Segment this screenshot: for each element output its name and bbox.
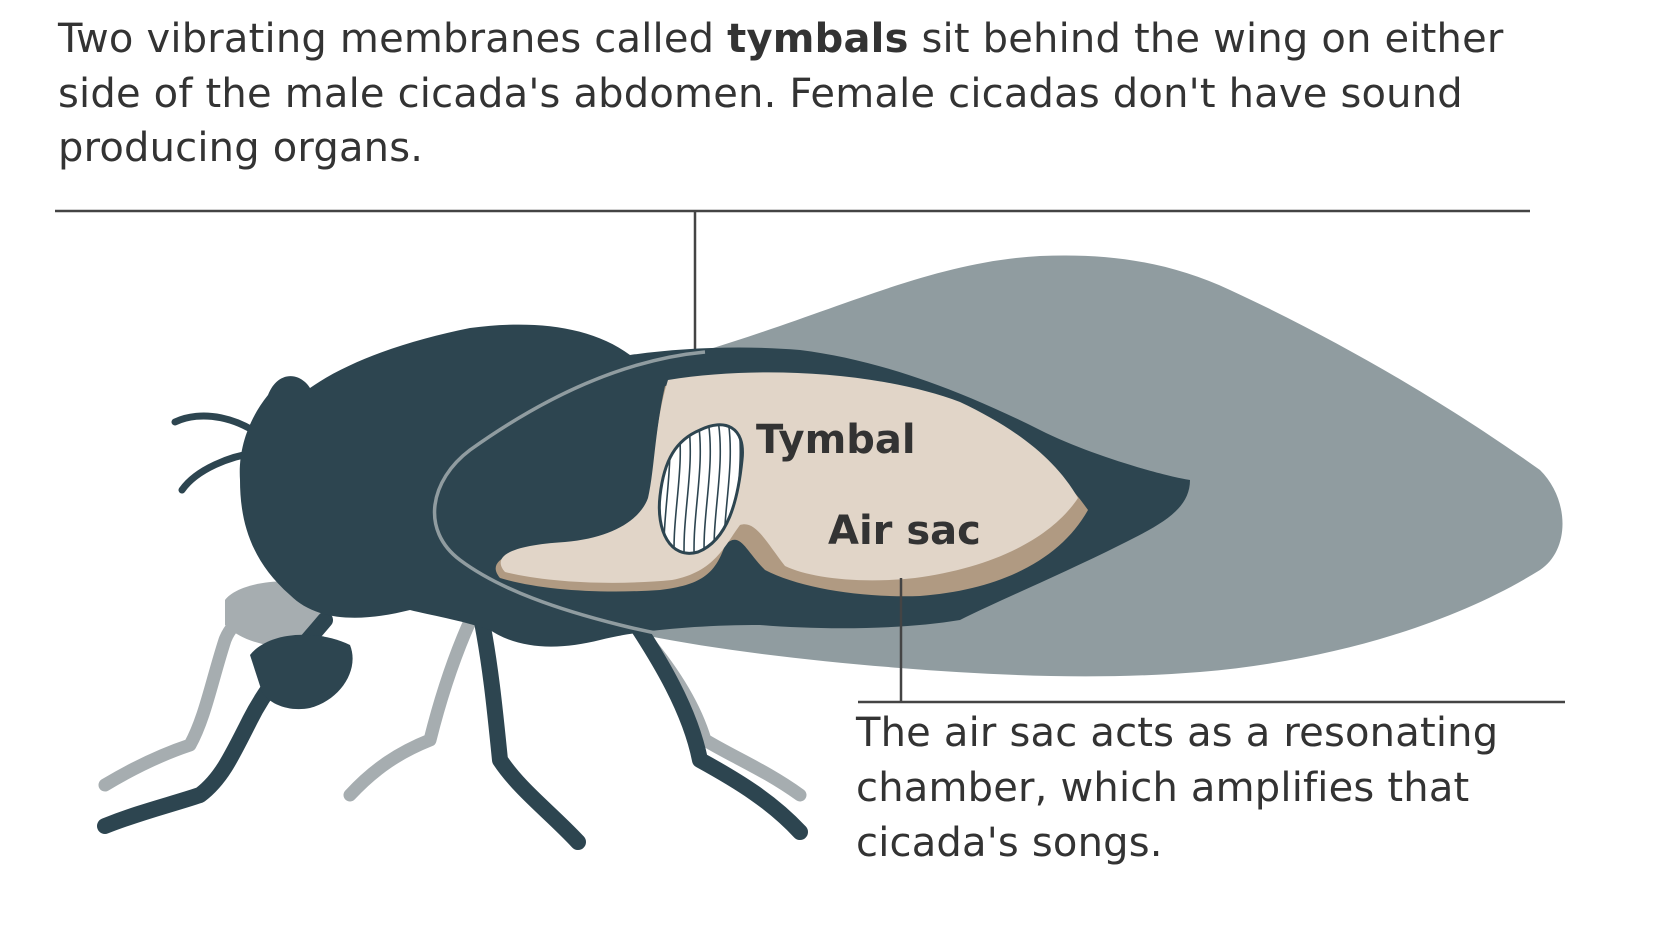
tymbal-label: Tymbal xyxy=(756,417,916,463)
near-leg-femur xyxy=(250,634,353,710)
air-sac-label: Air sac xyxy=(828,508,981,554)
air-sac xyxy=(500,372,1078,583)
intro-text-tymbals: tymbals xyxy=(727,16,909,62)
air-sac-note: The air sac acts as a resonating chamber… xyxy=(856,710,1499,866)
intro-text: Two vibrating membranes called tymbals s… xyxy=(58,12,1538,176)
intro-text-start: Two vibrating membranes called xyxy=(58,16,728,62)
intro-text-end: sit behind the wing on either side of th… xyxy=(58,16,1504,171)
wing-outline xyxy=(432,350,721,644)
